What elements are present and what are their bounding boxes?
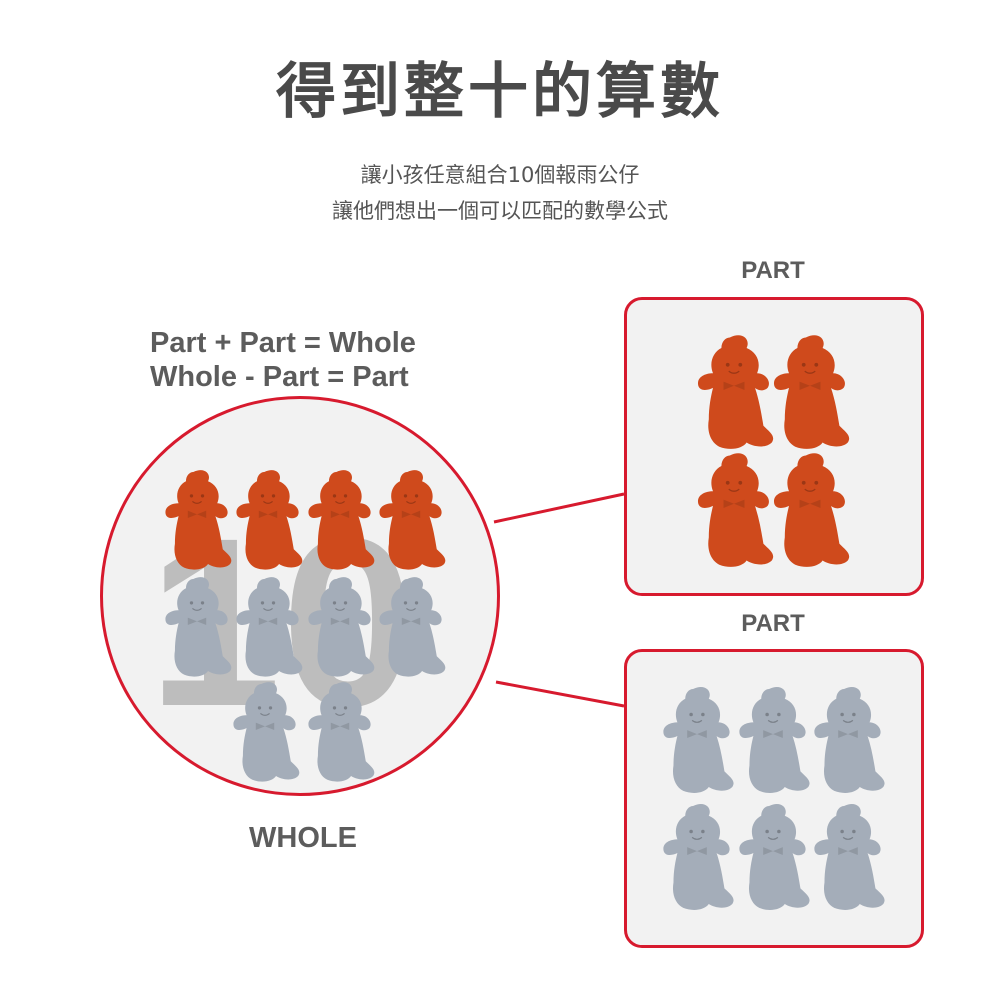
page-title: 得到整十的算數 — [276, 57, 724, 127]
whole-figure-gray — [308, 577, 375, 677]
part-figure-orange — [697, 453, 774, 567]
orange-part-figure-group — [697, 335, 850, 567]
part-label-top: PART — [741, 257, 805, 284]
part-figure-orange — [773, 335, 850, 449]
part-panel-orange — [624, 297, 924, 596]
whole-figure-orange — [308, 470, 375, 570]
part-figure-gray — [663, 803, 734, 910]
whole-figure-orange — [236, 470, 303, 570]
whole-figure-gray — [233, 682, 300, 782]
part-figure-orange — [773, 453, 850, 567]
whole-figure-orange — [379, 470, 446, 570]
connector-line-bottom — [495, 680, 625, 708]
part-figure-orange — [697, 335, 774, 449]
whole-figure-gray — [379, 577, 446, 677]
whole-figure-orange — [165, 470, 232, 570]
connector-line-top — [493, 492, 625, 524]
part-label-bottom: PART — [741, 610, 805, 637]
subtitle-line-1: 讓小孩任意組合10個報雨公仔 — [360, 163, 640, 187]
whole-circle — [100, 396, 500, 796]
whole-figure-gray — [308, 682, 375, 782]
whole-figure-gray — [165, 577, 232, 677]
part-figure-gray — [739, 686, 810, 793]
subtitle-line-2: 讓他們想出一個可以匹配的數學公式 — [332, 199, 668, 223]
whole-label: WHOLE — [249, 822, 357, 854]
formula-whole-part-part: Whole - Part = Part — [150, 361, 409, 393]
part-figure-gray — [814, 686, 885, 793]
part-figure-gray — [814, 803, 885, 910]
gray-part-figure-group — [663, 686, 885, 910]
part-figure-gray — [739, 803, 810, 910]
part-figure-gray — [663, 686, 734, 793]
formula-part-part-whole: Part + Part = Whole — [150, 327, 416, 359]
whole-figure-group — [165, 470, 446, 782]
whole-figure-gray — [236, 577, 303, 677]
